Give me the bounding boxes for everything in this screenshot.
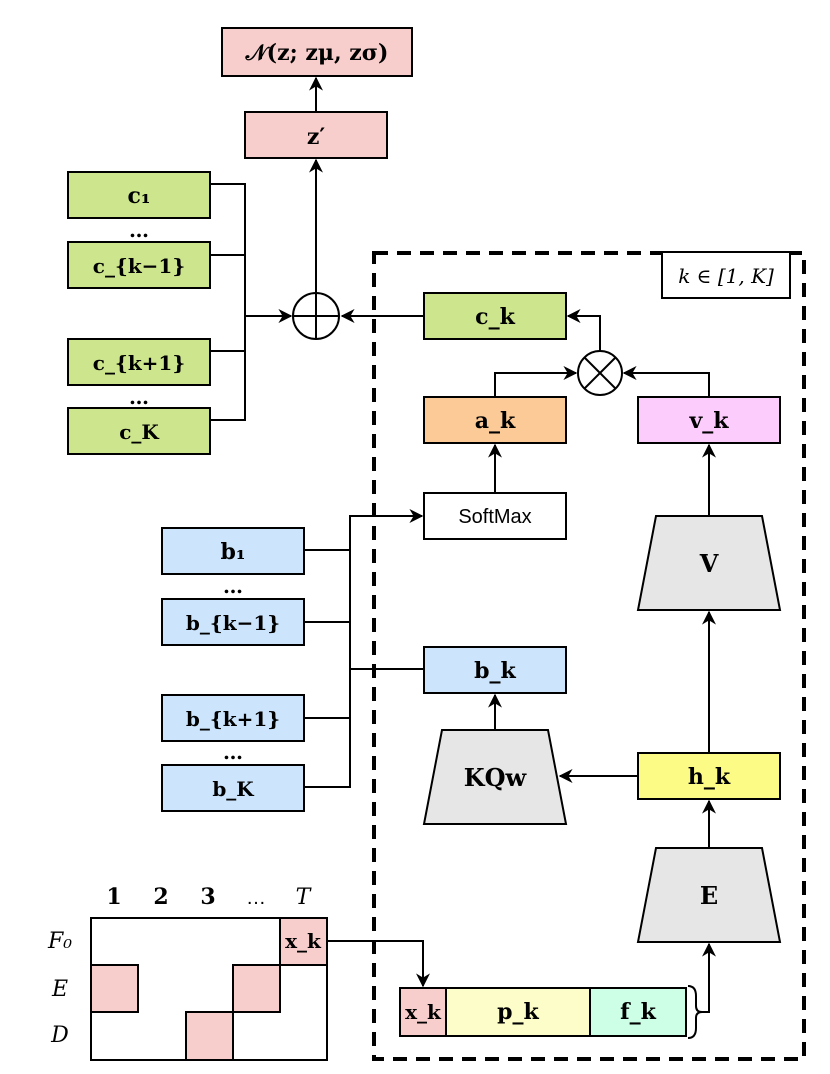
grid-col-T: T [296, 885, 313, 910]
c-ellipsis-bottom: … [129, 385, 149, 409]
b-ellipsis-bottom: … [223, 740, 243, 764]
b-K-box [161, 764, 305, 812]
grid-row-F0: F₀ [47, 929, 72, 954]
input-pk-cell [445, 987, 591, 1037]
input-fk-label: f_k [620, 999, 656, 1025]
z-prime-node: z′ [244, 111, 388, 159]
softmax-node: SoftMax [423, 492, 567, 540]
h-k-label: h_k [688, 764, 731, 790]
c-stack-wires [210, 183, 293, 421]
range-label: k ∈ [1, K] [678, 264, 774, 288]
b-k-plus-1-box [161, 694, 305, 742]
input-brace [687, 985, 703, 1039]
arrow-mult-to-ck [566, 309, 601, 351]
V-transform: V [636, 515, 782, 611]
grid-cell-xk-label: x_k [285, 929, 322, 953]
module-boundary [372, 251, 806, 1061]
E-transform: E [636, 847, 782, 943]
c-k-plus-1-box [67, 338, 211, 386]
b-K-label: b_K [212, 777, 254, 801]
KQw-transform: KQw [422, 729, 568, 825]
b-k-minus-1-box [161, 598, 305, 646]
range-label-box: k ∈ [1, K] [661, 251, 791, 299]
grid-col-3: 3 [200, 884, 215, 910]
arrow-input-to-E [702, 942, 716, 1013]
input-fk-cell [589, 987, 687, 1037]
V-label: V [699, 549, 719, 578]
c-k-plus-1-label: c_{k+1} [93, 351, 185, 375]
KQw-label: KQw [464, 763, 528, 792]
b-k-plus-1-label: b_{k+1} [186, 707, 280, 731]
grid-cell-E-4 [232, 964, 281, 1013]
b-k-minus-1-label: b_{k−1} [186, 611, 280, 635]
input-pk-label: p_k [497, 999, 539, 1025]
grid-col-1: 1 [106, 884, 121, 910]
c-K-label: c_K [119, 420, 159, 444]
grid-row-E: E [51, 977, 68, 1002]
c-k-minus-1-label: c_{k−1} [93, 254, 185, 278]
grid-col-ellipsis: … [246, 887, 266, 909]
a-k-node: a_k [423, 396, 567, 444]
softmax-label: SoftMax [458, 506, 531, 528]
E-label: E [700, 881, 718, 910]
b-1-box [161, 527, 305, 575]
c-k-label: c_k [475, 304, 515, 330]
distribution-label: 𝒩(z; zμ, zσ) [245, 40, 389, 66]
input-xk-label: x_k [405, 1000, 442, 1024]
grid-row-D: D [50, 1023, 69, 1048]
b-k-node: b_k [423, 646, 567, 694]
v-k-node: v_k [637, 396, 781, 444]
arrow-grid-to-input [327, 940, 430, 988]
input-row: x_k p_k f_k [399, 987, 687, 1037]
arrow-ak-to-mult [494, 366, 578, 397]
c-k-minus-1-box [67, 241, 211, 289]
input-grid: 1 2 3 … T F₀ E D x_k [47, 884, 328, 1061]
b-stack: b₁ … b_{k−1} b_{k+1} … b_K [161, 527, 305, 812]
sum-operator [292, 292, 340, 340]
v-k-label: v_k [688, 408, 729, 434]
arrow-vk-to-mult [622, 366, 710, 397]
c-k-node: c_k [423, 292, 567, 340]
c-K-box [67, 407, 211, 455]
b-1-label: b₁ [220, 539, 245, 565]
c-1-label: c₁ [127, 183, 150, 209]
grid-col-2: 2 [153, 884, 168, 910]
b-stack-wires [304, 509, 424, 788]
a-k-label: a_k [475, 408, 516, 434]
z-prime-label: z′ [307, 124, 325, 150]
c-stack: c₁ … c_{k−1} c_{k+1} … c_K [67, 171, 211, 455]
grid-cell-D-3 [185, 1011, 234, 1061]
b-k-label: b_k [474, 658, 516, 684]
distribution-node: 𝒩(z; zμ, zσ) [221, 27, 413, 77]
b-ellipsis-top: … [223, 574, 243, 598]
grid-cell-E-1 [90, 964, 139, 1013]
c-ellipsis-top: … [129, 218, 149, 242]
multiply-operator [577, 350, 623, 396]
c-1-box [67, 171, 211, 219]
h-k-node: h_k [637, 752, 781, 800]
